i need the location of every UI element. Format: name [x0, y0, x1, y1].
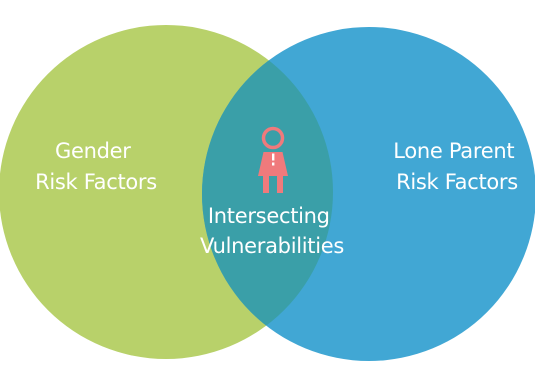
intersection-label-line-1: Intersecting	[208, 204, 330, 228]
intersection-label-line-2: Vulnerabilities	[200, 234, 344, 258]
intersecting-vulnerabilities-label: Intersecting Vulnerabilities	[200, 204, 344, 258]
gender-risk-label-line-2: Risk Factors	[35, 170, 157, 194]
lone-parent-risk-label-line-2: Risk Factors	[396, 170, 518, 194]
lone-parent-risk-label: Lone Parent Risk Factors	[393, 139, 520, 194]
lone-parent-risk-label-line-1: Lone Parent	[393, 139, 514, 163]
intersection-region	[202, 27, 333, 359]
woman-icon	[258, 126, 288, 193]
gender-risk-label: Gender Risk Factors	[35, 139, 157, 194]
gender-risk-label-line-1: Gender	[55, 139, 131, 163]
